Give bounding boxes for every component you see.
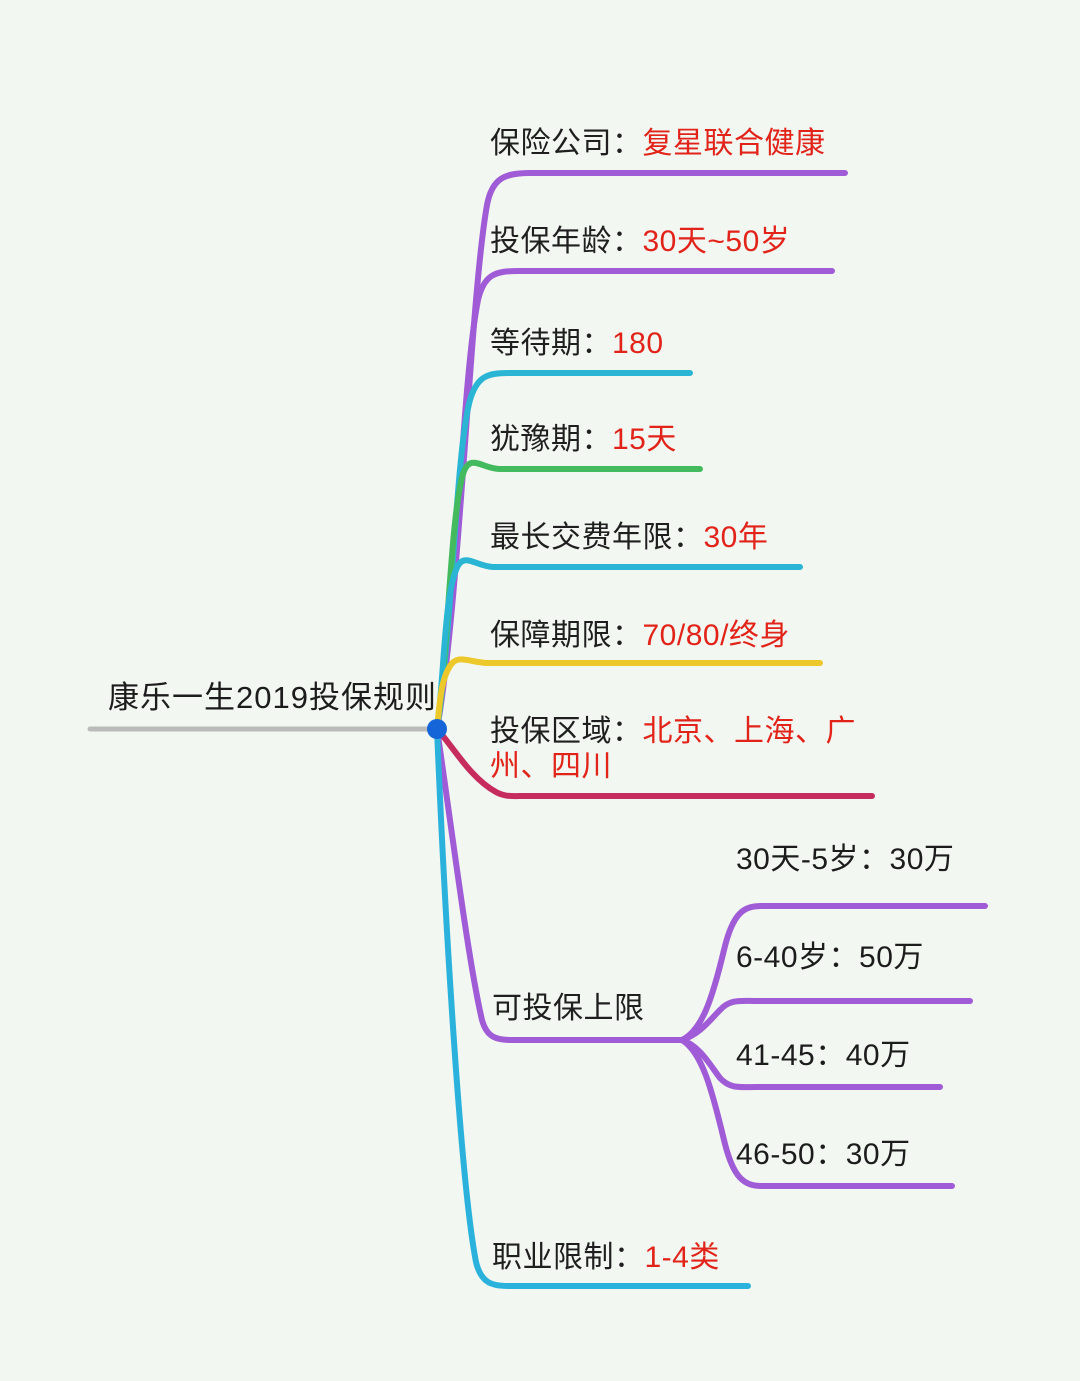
branch-coverage-term[interactable]: 保障期限：70/80/终身	[490, 618, 790, 653]
branch-max-payment-years[interactable]: 最长交费年限：30年	[490, 520, 768, 555]
connector-cooling-off-period	[434, 459, 703, 732]
branch-coverage-region-value: 北京、上海、广州、四川	[490, 715, 856, 784]
subnode-age-30d-5y-label: 30天-5岁：30万	[736, 843, 955, 876]
branch-max-payment-years-value: 30年	[703, 521, 769, 554]
subnode-age-41-45[interactable]: 41-45：40万	[736, 1038, 911, 1073]
root-node[interactable]: 康乐一生2019投保规则	[108, 680, 437, 717]
branch-insurance-company[interactable]: 保险公司：复星联合健康	[490, 126, 826, 161]
branch-occupation-limit-value: 1-4类	[644, 1241, 720, 1274]
branch-entry-age-value: 30天~50岁	[642, 225, 791, 258]
branch-coverage-region-label: 投保区域：	[490, 715, 643, 748]
branch-entry-age[interactable]: 投保年龄：30天~50岁	[490, 224, 790, 259]
branch-occupation-limit-label: 职业限制：	[492, 1241, 645, 1274]
connector-age-6-40	[679, 997, 973, 1043]
subnode-age-30d-5y[interactable]: 30天-5岁：30万	[736, 842, 954, 877]
root-node-label: 康乐一生2019投保规则	[108, 680, 437, 715]
branch-cooling-off-period[interactable]: 犹豫期：15天	[490, 422, 677, 457]
branch-insurance-company-value: 复星联合健康	[642, 127, 826, 160]
branch-waiting-period-label: 等待期：	[490, 327, 612, 360]
subnode-age-6-40-label: 6-40岁：50万	[736, 941, 924, 974]
subnode-age-41-45-label: 41-45：40万	[736, 1039, 911, 1072]
branch-max-sum-insured-label: 可投保上限	[492, 992, 645, 1025]
branch-max-payment-years-label: 最长交费年限：	[490, 521, 704, 554]
subnode-age-46-50[interactable]: 46-50：30万	[736, 1137, 911, 1172]
branch-coverage-term-value: 70/80/终身	[642, 619, 790, 652]
branch-cooling-off-period-value: 15天	[612, 423, 677, 456]
branch-waiting-period[interactable]: 等待期：180	[490, 326, 664, 361]
branch-coverage-term-label: 保障期限：	[490, 619, 643, 652]
branch-max-sum-insured[interactable]: 可投保上限	[492, 991, 645, 1026]
branch-entry-age-label: 投保年龄：	[490, 225, 643, 258]
hub-dot[interactable]	[427, 719, 447, 739]
subnode-age-6-40[interactable]: 6-40岁：50万	[736, 940, 924, 975]
branch-waiting-period-value: 180	[612, 327, 664, 360]
branch-insurance-company-label: 保险公司：	[490, 127, 643, 160]
branch-cooling-off-period-label: 犹豫期：	[490, 423, 612, 456]
branch-coverage-region[interactable]: 投保区域：北京、上海、广州、四川	[490, 714, 880, 785]
branch-occupation-limit[interactable]: 职业限制：1-4类	[492, 1240, 720, 1275]
subnode-age-46-50-label: 46-50：30万	[736, 1138, 911, 1171]
